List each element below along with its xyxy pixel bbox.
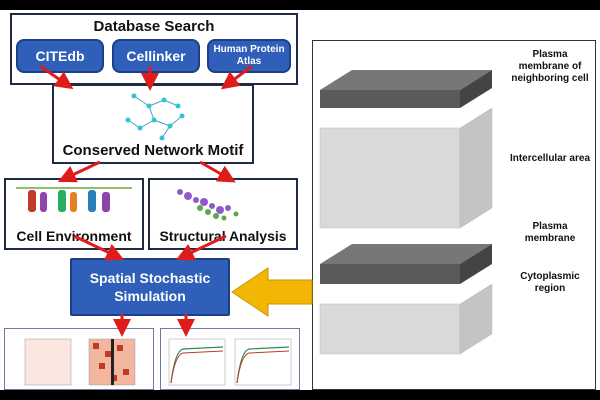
source-human-protein-atlas: Human Protein Atlas xyxy=(207,39,291,73)
database-search-box: Database Search CITEdb Cellinker Human P… xyxy=(10,13,298,85)
diagram-canvas: Database Search CITEdb Cellinker Human P… xyxy=(0,10,600,390)
connector-arrows xyxy=(39,64,493,355)
simulation-box: Spatial Stochastic Simulation xyxy=(70,258,230,316)
motif-title: Conserved Network Motif xyxy=(62,142,244,159)
cell-environment-graphic xyxy=(16,187,132,212)
heatmap-results-thumbnail xyxy=(4,328,154,390)
big-yellow-arrow xyxy=(231,267,313,317)
label-plasma-membrane: Plasma membrane xyxy=(524,221,576,244)
heatmap-graphic xyxy=(24,338,136,386)
line-plot-results-thumbnail xyxy=(160,328,300,390)
line-plot-graphic xyxy=(168,338,292,386)
network-motif-graphic xyxy=(125,93,185,141)
source-cellinker: Cellinker xyxy=(112,39,200,73)
label-neighbor-membrane: Plasma membrane of neighboring cell xyxy=(511,49,589,84)
label-cytoplasmic: Cytoplasmic region xyxy=(520,271,580,294)
layer-stack xyxy=(319,70,493,355)
label-intercellular: Intercellular area xyxy=(509,153,591,164)
protein-structure-graphic xyxy=(177,189,239,221)
database-search-title: Database Search xyxy=(93,18,215,35)
cell-environment-title: Cell Environment xyxy=(16,228,132,244)
cell-environment-box: Cell Environment xyxy=(4,178,144,250)
